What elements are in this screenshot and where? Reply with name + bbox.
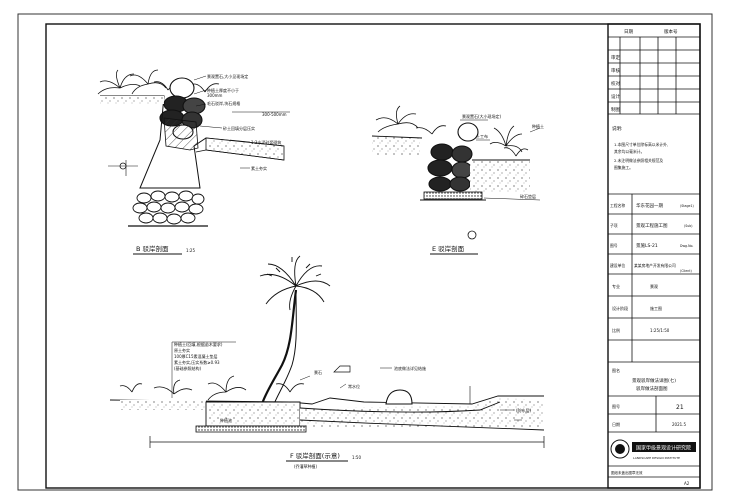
callout-f-4: (基础参照结构) [174,365,202,371]
drawing-name-2: 驳岸做法剖面图 [636,385,668,392]
callout-b-3: 毛石驳岸,块石规格 [207,100,240,106]
drawing-name: 景观驳岸做法详图(七) [632,377,676,384]
project-code-1: (Sub) [684,224,693,228]
callout-f-1: 原土夯实 [174,347,190,353]
callout-f-3: 素土夯实,压实系数≥0.93 [174,359,220,365]
project-label-2: 图号 [610,243,618,248]
notes-heading: 说明: [612,125,623,132]
mid-value-2: 1:25/1:50 [650,328,670,333]
callout-f-2: 100厚C15素混凝土垫层 [174,353,218,359]
callout-f-6: 景石 [314,369,322,375]
mid-row-1: 设计阶段 [612,305,628,311]
section-e-title: E 驳岸剖面 [432,244,465,253]
company-logo [610,439,630,459]
date-value: 2021.5 [672,422,686,427]
callout-e-0: 景观置石(大小现场定) [462,113,502,119]
project-code-2: Dwg.No. [680,244,693,248]
callout-e-1: 种植土 [532,123,544,129]
sign-row-0: 审定 [611,54,620,61]
section-e: 景观置石(大小现场定) 种植土 土工布 碎石垫层 E 驳岸剖面 [371,105,544,255]
date-label: 日期 [612,421,620,427]
callout-f-8: 池底做法详见结施 [394,365,426,371]
footing-cobbles-b [132,190,205,225]
sign-row-4: 制图 [611,106,620,113]
section-f-note: (乔灌草种植) [294,463,318,469]
section-f-title: F 驳岸剖面(示意) [290,451,340,460]
project-code-0: (Stage1) [680,204,694,208]
callout-b-7: 素土夯实 [251,165,267,171]
section-f-scale: 1:50 [352,455,361,460]
shrub-f [119,375,305,401]
mid-row-0: 专业 [612,283,620,289]
callout-e-3: 碎石垫层 [520,193,536,199]
title-block [607,23,701,489]
callout-b-6: 1:3水泥砂浆砌筑 [251,139,281,145]
company-name: 国家甲级景观设计研究院 [636,445,691,452]
project-label-1: 子项 [610,223,618,228]
footer-left: 图纸未盖出图章无效 [611,470,643,475]
note-2: 2.未注明做法参照相关规范及 [614,158,663,163]
section-f: 种植土(回填,根据苗木要求) 原土夯实 100厚C15素混凝土垫层 素土夯实,压… [109,255,545,469]
note-3: 图集施工。 [614,165,633,170]
section-b-scale: 1:25 [186,248,195,253]
project-value-1: 景观工程施工图 [636,222,668,229]
callout-f-9: (防水层) [516,407,532,413]
palm-tree-f [259,255,331,405]
project-value-2: 景施LS-21 [636,242,658,249]
sheet-no: 21 [676,404,684,411]
project-code-3: (Client) [680,269,692,273]
callout-b-5: 砂土回填分层压实 [223,125,255,131]
sign-row-3: 设计 [611,93,620,100]
callout-f-5: 种植池 [220,417,232,423]
boulder-stack-e [427,122,479,192]
mid-value-0: 景观 [650,283,658,289]
project-label-3: 建设单位 [610,263,625,268]
note-0: 1.本图尺寸单位除标高以米计外, [614,142,668,147]
boulder-f [385,389,413,405]
project-value-0: 华东花园一期 [636,202,663,209]
sign-row-1: 审核 [611,67,620,74]
footer-right: A2 [684,481,690,486]
title-block-text: 日期 版本号 审定 审核 校对 设计 制图 说明: 1.本图尺寸单位除标高以米计… [610,28,696,486]
callout-b-2: 300mm [207,93,223,98]
callout-f-0: 种植土(回填,根据苗木要求) [174,341,223,347]
project-label-0: 工程名称 [610,203,625,208]
header-date: 日期 [624,29,633,35]
callout-b-0: 景观置石,大小见现场定 [207,73,248,79]
header-version: 版本号 [664,28,678,35]
company-name-en: LANDSCAPE DESIGN INSTITUTE [633,456,680,460]
mid-row-2: 比例 [612,327,620,333]
note-1: 其余均以毫米计。 [614,149,644,154]
sheet-no-label: 图号 [612,403,620,409]
callout-e-2: 土工布 [476,133,488,139]
drawing-name-label: 图名 [612,367,620,373]
project-value-3: 某某房地产开发有限公司 [634,263,676,268]
sign-row-2: 校对 [611,80,620,87]
shrub-e [375,105,529,157]
callout-b-1: 种植土厚度不小于 [207,87,239,93]
mid-value-1: 施工图 [650,305,662,311]
callout-b-4: 300-500mm [262,112,287,117]
callout-f-7: 常水位 [348,383,360,389]
section-b: 景观置石,大小见现场定 种植土厚度不小于 300mm 毛石驳岸,块石规格 300… [97,69,290,255]
section-b-title: B 驳岸剖面 [136,244,169,253]
